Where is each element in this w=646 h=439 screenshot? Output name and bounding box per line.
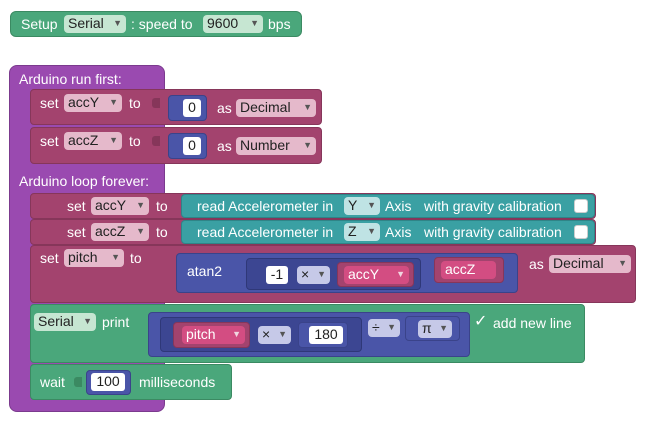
chevron-down-icon: ▼: [111, 252, 120, 262]
chevron-down-icon: ▼: [303, 102, 312, 112]
chevron-down-icon: ▼: [109, 135, 118, 145]
number-field[interactable]: 0: [183, 99, 201, 117]
chevron-down-icon: ▼: [303, 140, 312, 150]
chevron-down-icon: ▼: [396, 269, 405, 279]
axis-dropdown[interactable]: Y▼: [344, 197, 380, 215]
chevron-down-icon: ▼: [278, 329, 287, 339]
variable-dropdown-pitch[interactable]: pitch▼: [64, 249, 124, 267]
value-socket: [152, 98, 160, 108]
add-new-line-label: add new line: [493, 315, 572, 331]
number-field[interactable]: 180: [309, 326, 343, 344]
neg-one-field[interactable]: -1: [266, 266, 288, 284]
axis-label: Axis: [385, 198, 412, 214]
axis-label: Axis: [385, 224, 412, 240]
chevron-down-icon: ▼: [387, 322, 396, 332]
as-label: as: [217, 138, 232, 154]
chevron-down-icon: ▼: [317, 269, 326, 279]
chevron-down-icon: ▼: [232, 329, 241, 339]
chevron-down-icon: ▼: [109, 97, 118, 107]
multiply-operator-dropdown[interactable]: ×▼: [258, 326, 291, 344]
read-accelerometer-block[interactable]: [181, 194, 595, 218]
as-label: as: [529, 256, 544, 272]
gravity-checkbox[interactable]: [574, 225, 588, 239]
to-label: to: [156, 224, 168, 240]
to-label: to: [129, 95, 141, 111]
set-label: set: [67, 224, 86, 240]
variable-dropdown-pitch[interactable]: pitch▼: [182, 326, 245, 344]
set-label: set: [67, 198, 86, 214]
pi-dropdown[interactable]: π▼: [418, 320, 452, 338]
speed-label: : speed to: [131, 16, 193, 32]
serial-port-dropdown[interactable]: Serial▼: [34, 313, 96, 331]
wait-label: wait: [40, 374, 65, 390]
wait-block[interactable]: [30, 364, 232, 400]
chevron-down-icon: ▼: [136, 226, 145, 236]
atan2-label: atan2: [187, 263, 223, 279]
loop-header: Arduino loop forever:: [19, 173, 149, 189]
serial-speed-dropdown[interactable]: 9600▼: [203, 15, 263, 33]
value-socket: [74, 377, 82, 387]
type-dropdown[interactable]: Decimal▼: [236, 99, 316, 117]
read-accelerometer-label: read Accelerometer in: [197, 224, 334, 240]
milliseconds-label: milliseconds: [139, 374, 216, 390]
set-label: set: [40, 95, 59, 111]
checkmark-icon[interactable]: ✓: [474, 313, 488, 330]
axis-dropdown[interactable]: Z▼: [344, 223, 380, 241]
chevron-down-icon: ▼: [250, 18, 259, 28]
wait-value-field[interactable]: 100: [91, 373, 125, 391]
variable-dropdown-accZ[interactable]: accZ: [441, 261, 496, 279]
to-label: to: [156, 198, 168, 214]
chevron-down-icon: ▼: [83, 316, 92, 326]
variable-dropdown-accY[interactable]: accY▼: [344, 266, 409, 284]
chevron-down-icon: ▼: [367, 200, 376, 210]
to-label: to: [130, 250, 142, 266]
type-dropdown[interactable]: Decimal▼: [549, 255, 631, 273]
value-socket: [152, 136, 160, 146]
type-dropdown[interactable]: Number▼: [236, 137, 316, 155]
variable-dropdown-accZ[interactable]: accZ▼: [64, 132, 122, 150]
variable-dropdown-accY[interactable]: accY▼: [91, 197, 149, 215]
as-label: as: [217, 100, 232, 116]
variable-dropdown-accY[interactable]: accY▼: [64, 94, 122, 112]
chevron-down-icon: ▼: [113, 18, 122, 28]
serial-port-dropdown[interactable]: Serial▼: [64, 15, 126, 33]
gravity-label: with gravity calibration: [424, 224, 562, 240]
variable-dropdown-accZ[interactable]: accZ▼: [91, 223, 149, 241]
set-label: set: [40, 250, 59, 266]
gravity-label: with gravity calibration: [424, 198, 562, 214]
setup-label: Setup: [21, 16, 58, 32]
divide-operator-dropdown[interactable]: ÷▼: [368, 319, 400, 337]
to-label: to: [129, 133, 141, 149]
chevron-down-icon: ▼: [367, 226, 376, 236]
chevron-down-icon: ▼: [439, 323, 448, 333]
run-first-header: Arduino run first:: [19, 71, 122, 87]
multiply-operator-dropdown[interactable]: ×▼: [297, 266, 330, 284]
chevron-down-icon: ▼: [136, 200, 145, 210]
bps-label: bps: [268, 16, 291, 32]
read-accelerometer-label: read Accelerometer in: [197, 198, 334, 214]
gravity-checkbox[interactable]: [574, 199, 588, 213]
set-label: set: [40, 133, 59, 149]
read-accelerometer-block[interactable]: [181, 220, 595, 244]
chevron-down-icon: ▼: [618, 258, 627, 268]
number-field[interactable]: 0: [183, 137, 201, 155]
print-label: print: [102, 314, 130, 330]
